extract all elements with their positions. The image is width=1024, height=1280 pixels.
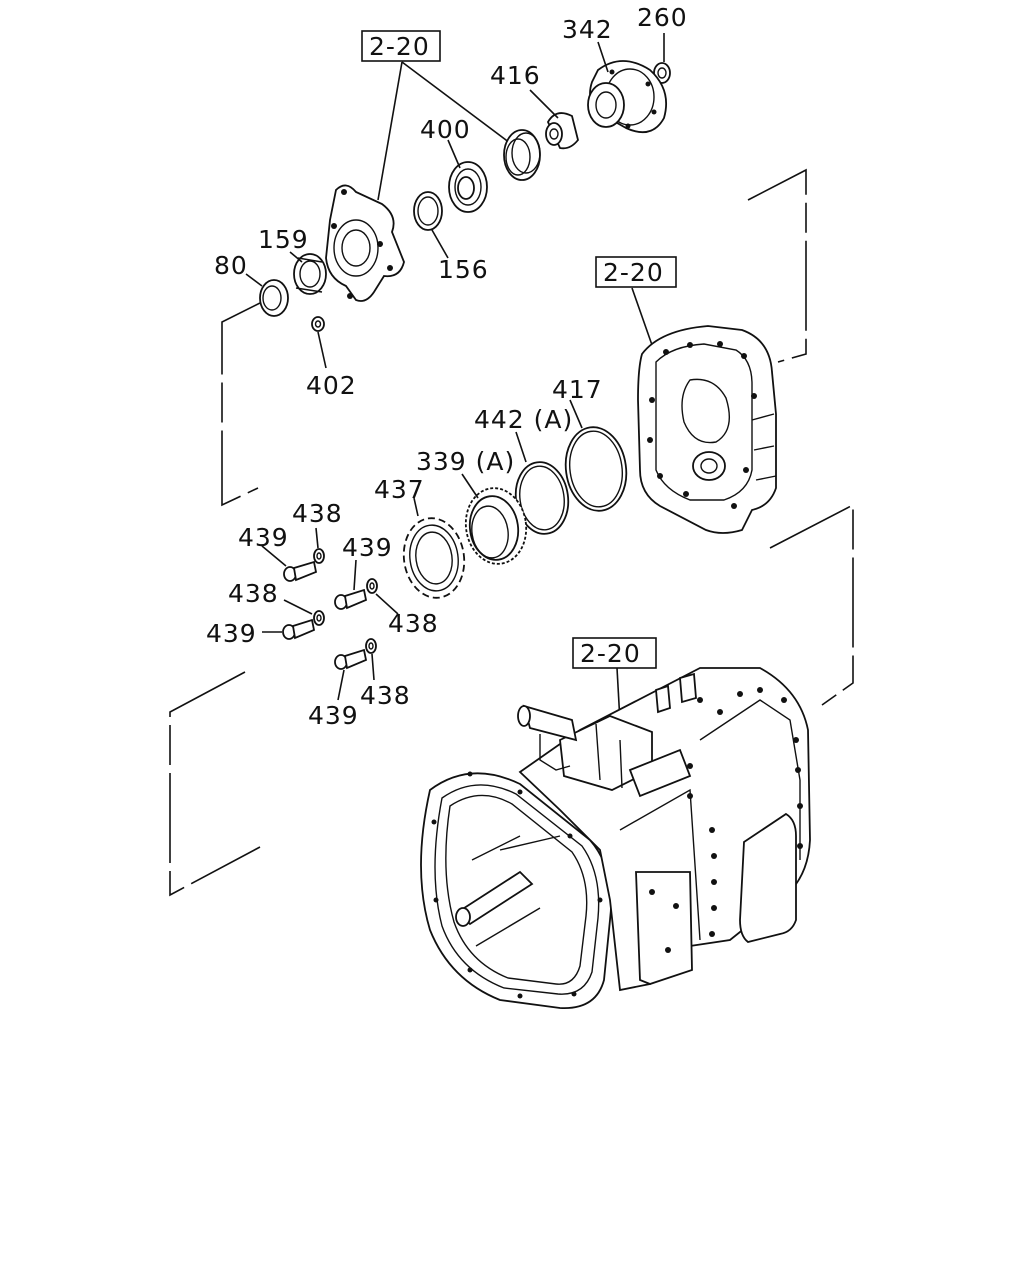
callout-438-d: 438 (360, 681, 411, 710)
callout-416: 416 (490, 61, 541, 90)
part-339A-tone-ring[interactable] (461, 484, 531, 568)
part-159-nut[interactable] (293, 253, 327, 295)
part-438-washer-c[interactable] (313, 610, 325, 626)
ref-box-housing-label: 2-20 (603, 258, 664, 287)
callout-438-c: 438 (228, 579, 279, 608)
part-402-washer[interactable] (311, 316, 325, 332)
callout-439-c: 439 (206, 619, 257, 648)
callout-439-d: 439 (308, 701, 359, 730)
callout-438-a: 438 (292, 499, 343, 528)
callout-80: 80 (214, 251, 248, 280)
callout-417: 417 (552, 375, 603, 404)
callout-439-a: 439 (238, 523, 289, 552)
part-438-washer-b[interactable] (366, 578, 378, 594)
alignment-bracket-right-lower (769, 503, 854, 706)
part-400-bearing[interactable] (448, 161, 488, 213)
ref-box-housing[interactable]: 2-20 (595, 256, 677, 288)
ref-box-transmission[interactable]: 2-20 (572, 637, 657, 669)
ref-box-top[interactable]: 2-20 (361, 30, 441, 62)
part-416-cone[interactable] (545, 112, 579, 150)
part-342-flange[interactable] (587, 60, 668, 134)
alignment-bracket-left-lower (169, 671, 261, 897)
part-156-ring[interactable] (413, 191, 443, 231)
callout-402: 402 (306, 371, 357, 400)
part-bearing-retainer[interactable] (325, 184, 405, 302)
callout-437: 437 (374, 475, 425, 504)
callout-339A: 339 (A) (416, 447, 515, 476)
callout-156: 156 (438, 255, 489, 284)
part-439-bolt-d[interactable] (334, 648, 368, 670)
part-438-washer-d[interactable] (365, 638, 377, 654)
ref-box-transmission-label: 2-20 (580, 639, 641, 668)
part-rear-housing[interactable] (637, 325, 777, 534)
callout-400: 400 (420, 115, 471, 144)
callout-260: 260 (637, 3, 688, 32)
part-437-gear-plate[interactable] (399, 514, 470, 602)
part-80-seal[interactable] (259, 279, 289, 317)
part-oil-seal-top[interactable] (503, 129, 541, 181)
callout-438-b: 438 (388, 609, 439, 638)
callout-342: 342 (562, 15, 613, 44)
ref-box-top-label: 2-20 (369, 32, 430, 61)
alignment-bracket-right-upper (747, 168, 807, 363)
part-439-bolt-c[interactable] (282, 618, 316, 640)
part-439-bolt-a[interactable] (283, 560, 318, 582)
callout-439-b: 439 (342, 533, 393, 562)
part-438-washer-a[interactable] (313, 548, 325, 564)
alignment-bracket-left-upper (221, 302, 261, 507)
part-439-bolt-b[interactable] (334, 588, 368, 610)
part-417-ring[interactable] (560, 423, 631, 515)
part-transmission-assembly[interactable] (420, 667, 811, 1009)
callout-159: 159 (258, 225, 309, 254)
callout-442A: 442 (A) (474, 405, 573, 434)
